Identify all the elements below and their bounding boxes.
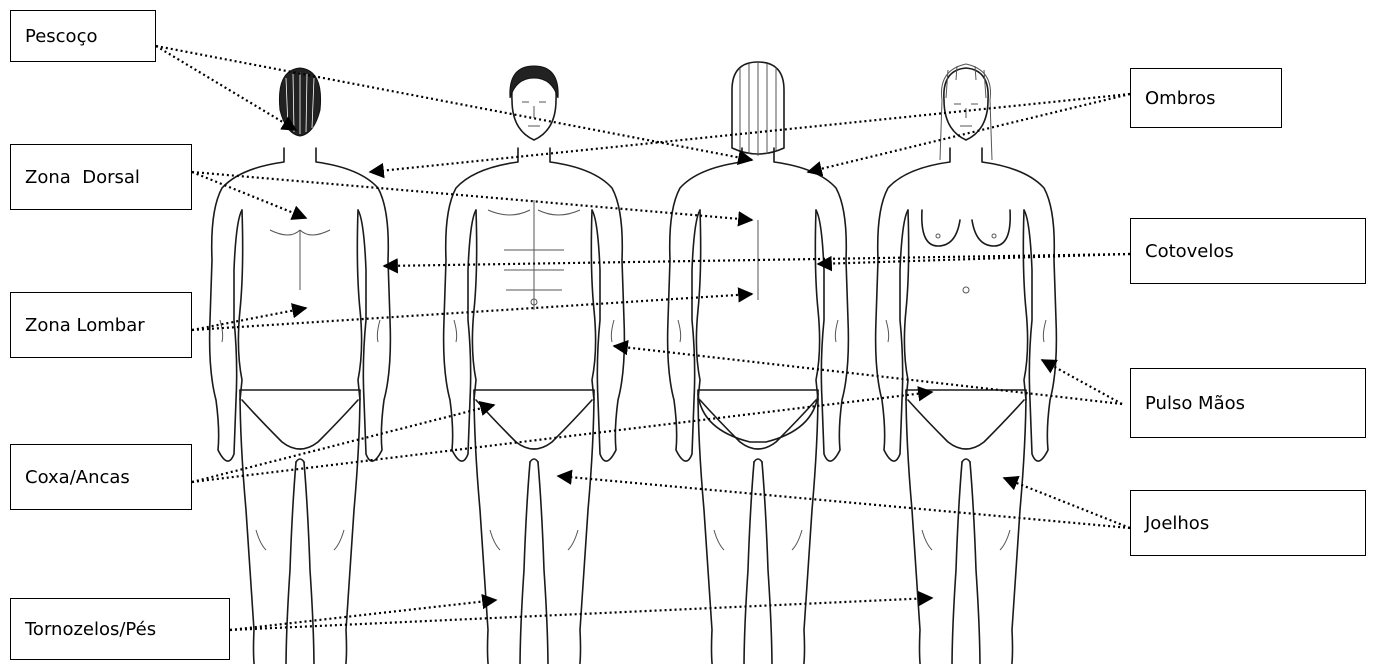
leader-ombros-1 — [370, 94, 1130, 172]
leader-dorsal-2 — [192, 172, 752, 220]
label-zona-dorsal: Zona Dorsal — [10, 144, 192, 210]
leader-joelhos-2 — [1004, 478, 1130, 528]
label-joelhos: Joelhos — [1130, 490, 1366, 556]
leader-ombros-2 — [808, 94, 1130, 172]
leader-pescoco-2 — [156, 46, 752, 160]
figure-male-front — [444, 66, 625, 664]
label-zona-lombar: Zona Lombar — [10, 292, 192, 358]
label-pescoco: Pescoço — [10, 10, 156, 62]
label-cotovelos: Cotovelos — [1130, 218, 1366, 284]
leader-coxa-2 — [192, 392, 932, 482]
leader-cotovelos-1 — [384, 254, 1130, 266]
label-ombros: Ombros — [1130, 68, 1282, 128]
leader-joelhos-1 — [558, 476, 1130, 528]
figure-male-back — [210, 68, 391, 664]
label-pulso-maos: Pulso Mãos — [1130, 368, 1366, 438]
leader-pulso-1 — [614, 346, 1122, 404]
leader-dorsal-1 — [192, 172, 306, 218]
leader-tornozelo-1 — [230, 600, 496, 630]
label-tornozelos-pes: Tornozelos/Pés — [10, 598, 230, 660]
figure-female-front — [876, 64, 1057, 664]
label-coxa-ancas: Coxa/Ancas — [10, 444, 192, 510]
